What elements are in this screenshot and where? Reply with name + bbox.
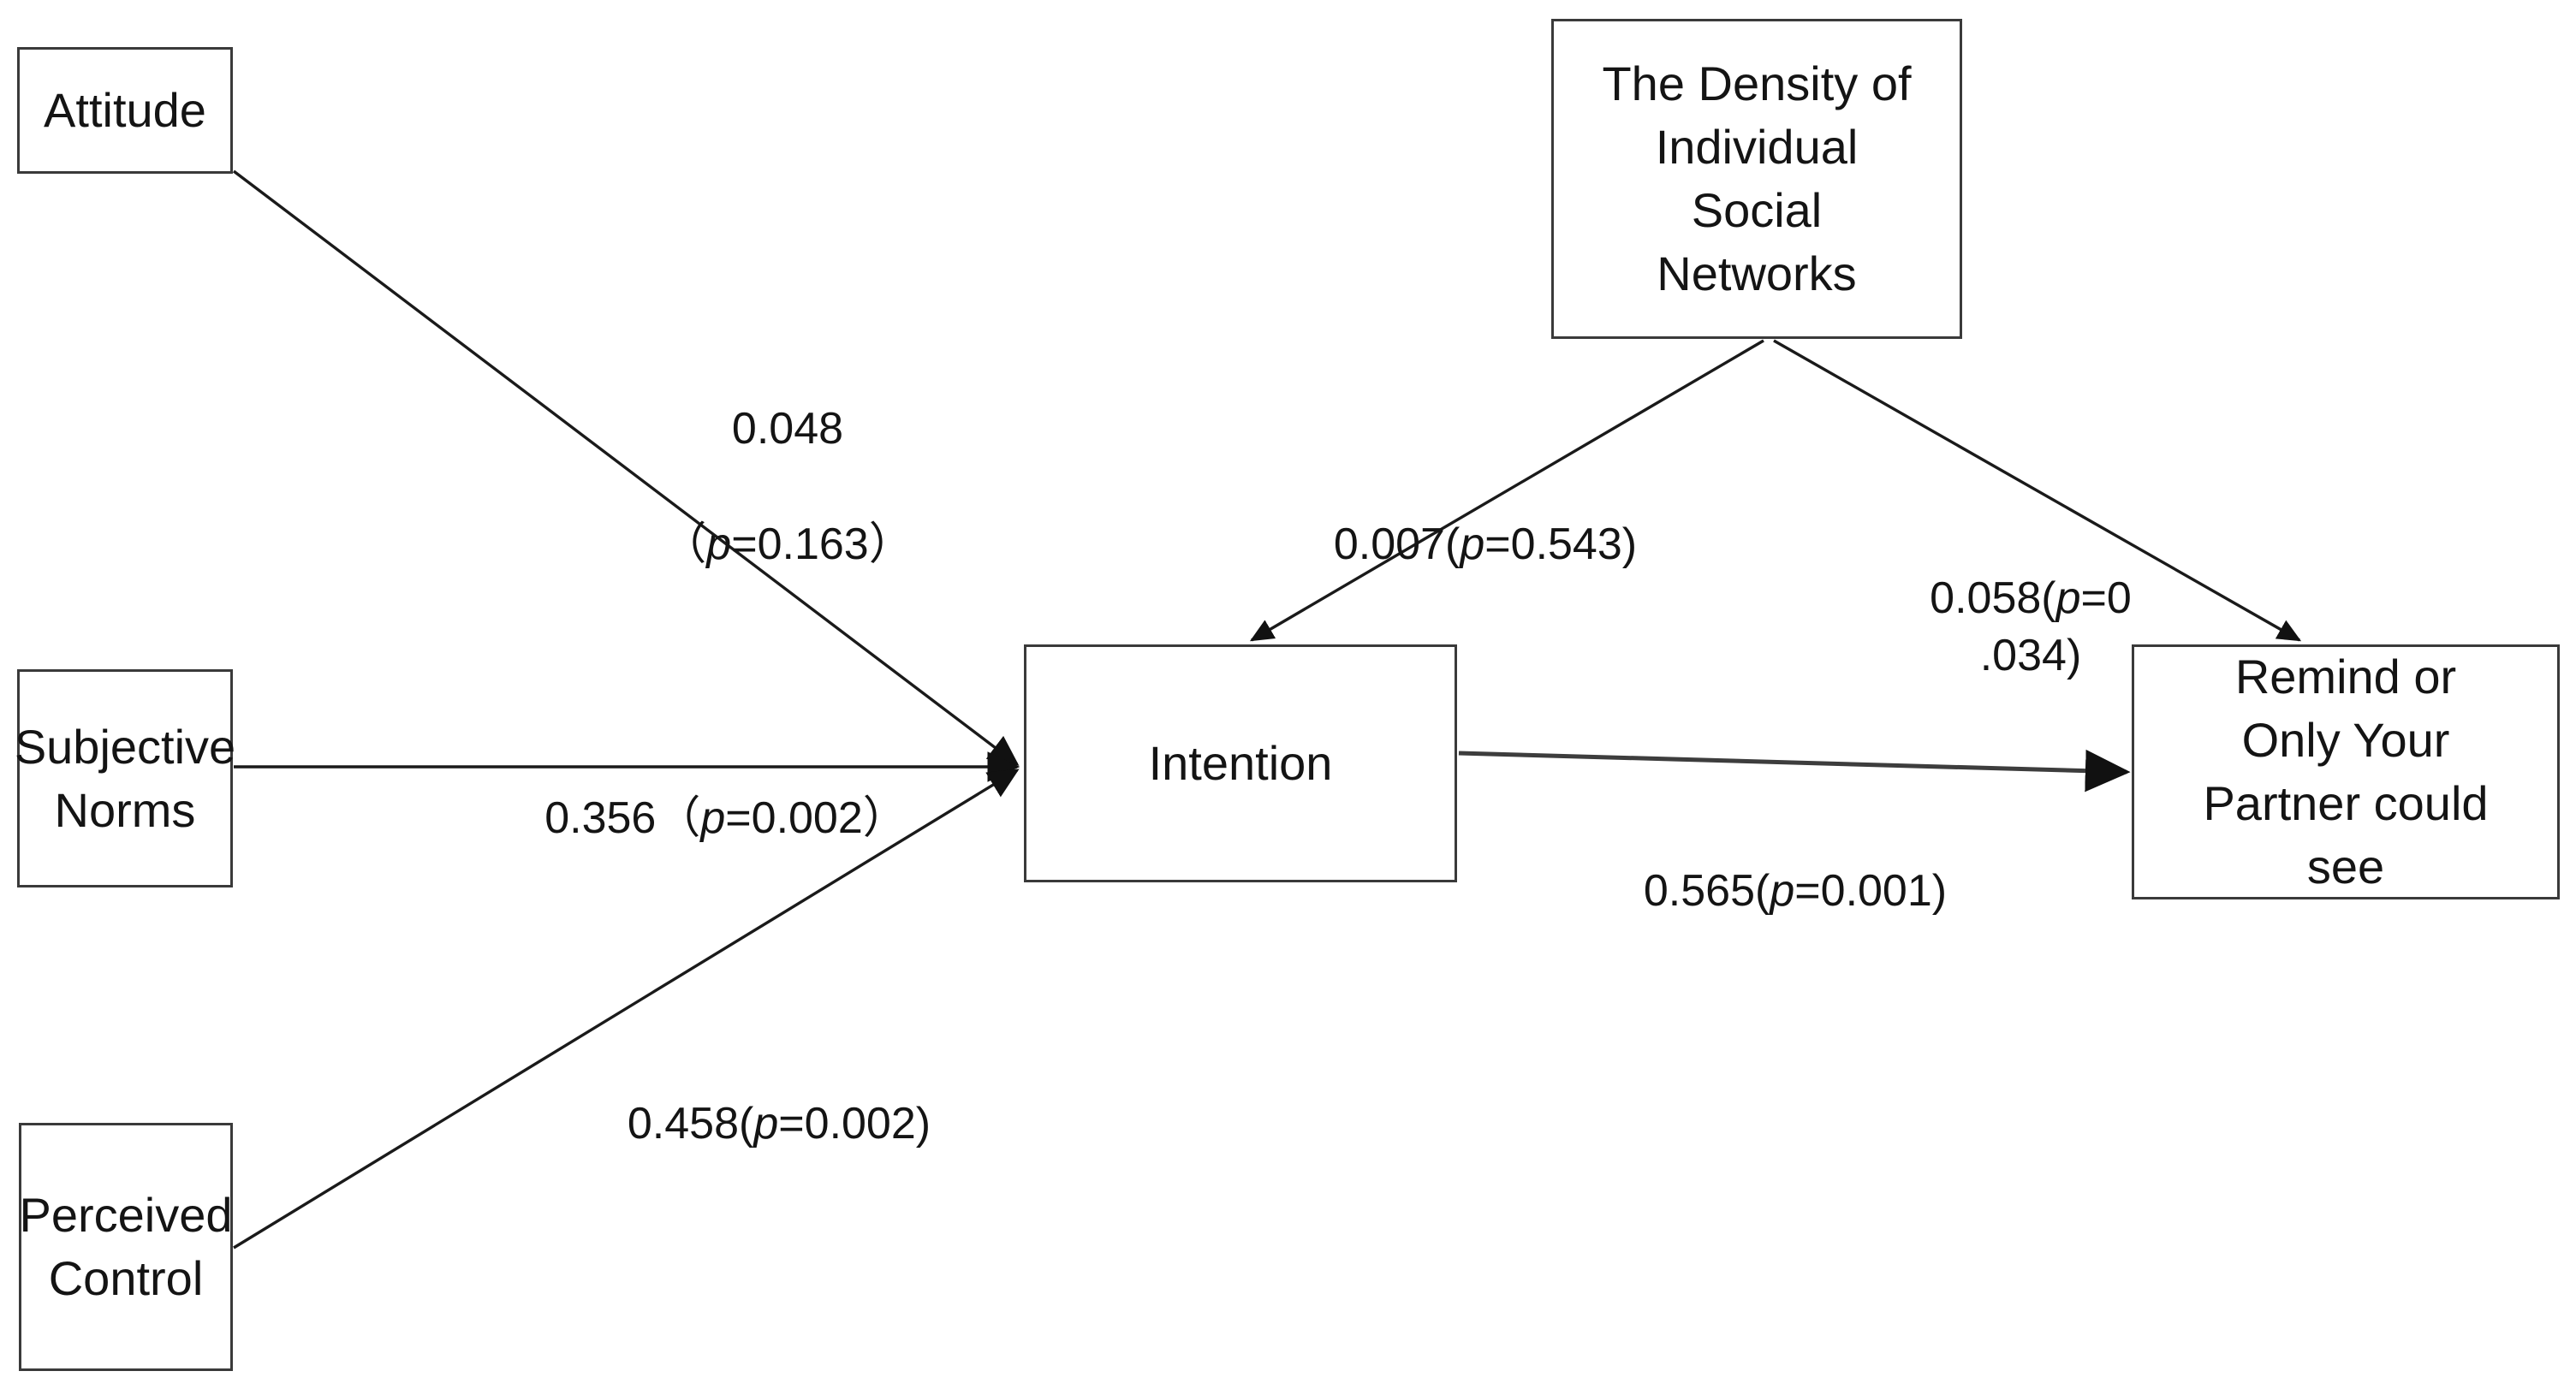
node-remind-or-only-partner-could-see[interactable]: Remind or Only Your Partner could see — [2132, 644, 2560, 899]
node-perceived-control[interactable]: Perceived Control — [19, 1123, 233, 1371]
node-attitude-label: Attitude — [44, 83, 206, 138]
edge-pvalue-open: ( — [1445, 519, 1461, 569]
edge-label-density-to-outcome: 0.058(p=0 .034) — [1894, 512, 2168, 686]
edge-pvalue-open: （ — [662, 519, 707, 569]
edge-pvalue-symbol: p — [2055, 573, 2081, 623]
edge-pvalue-number: =0.002) — [778, 1098, 931, 1149]
edge-coefficient: 0.058 — [1930, 573, 2042, 623]
edge-coefficient: 0.565 — [1643, 865, 1756, 916]
edge-pvalue-symbol: p — [1770, 865, 1795, 916]
edge-label-density-to-intention: 0.007(p=0.543) — [1284, 458, 1687, 573]
edge-pvalue-symbol: p — [700, 792, 726, 843]
node-density-of-individual-social-networks[interactable]: The Density of Individual Social Network… — [1551, 19, 1962, 339]
edge-pvalue-open: ( — [739, 1098, 754, 1149]
node-perceived-control-label: Perceived Control — [19, 1188, 233, 1305]
node-subjective-norms-label: Subjective Norms — [14, 719, 236, 837]
edge-pvalue-open: ( — [1755, 865, 1770, 916]
edge-label-subjective-to-intention: 0.356（p=0.002） — [495, 732, 957, 847]
edge-coefficient: 0.007 — [1333, 519, 1446, 569]
edge-pvalue-number: =0.163） — [731, 519, 913, 569]
edge-coefficient: 0.356 — [544, 792, 657, 843]
edge-pvalue-open: ( — [2041, 573, 2056, 623]
edge-label-attitude-to-intention: 0.048 （p=0.163） — [659, 342, 916, 573]
edge-pvalue-symbol: p — [1460, 519, 1485, 569]
node-density-label: The Density of Individual Social Network… — [1602, 56, 1912, 300]
edge-coefficient: 0.458 — [627, 1098, 740, 1149]
edge-pvalue-number: =0.002） — [725, 792, 907, 843]
edge-coefficient: 0.048 — [731, 403, 844, 454]
edge-pvalue-symbol: p — [706, 519, 732, 569]
node-intention[interactable]: Intention — [1024, 644, 1457, 882]
node-attitude[interactable]: Attitude — [17, 47, 233, 174]
edge-pvalue-open: （ — [656, 792, 701, 843]
edge-label-perceived-to-intention: 0.458(p=0.002) — [574, 1037, 985, 1153]
edge-pvalue-number: =0.001) — [1794, 865, 1948, 916]
edge-intention-to-outcome — [1458, 749, 2131, 792]
node-intention-label: Intention — [1148, 736, 1333, 791]
edge-pvalue-number: =0.543) — [1484, 519, 1638, 569]
node-subjective-norms[interactable]: Subjective Norms — [15, 669, 235, 887]
node-outcome-label: Remind or Only Your Partner could see — [2203, 650, 2489, 893]
edge-label-intention-to-outcome: 0.565(p=0.001) — [1603, 804, 1988, 920]
edge-pvalue-symbol: p — [753, 1098, 779, 1149]
